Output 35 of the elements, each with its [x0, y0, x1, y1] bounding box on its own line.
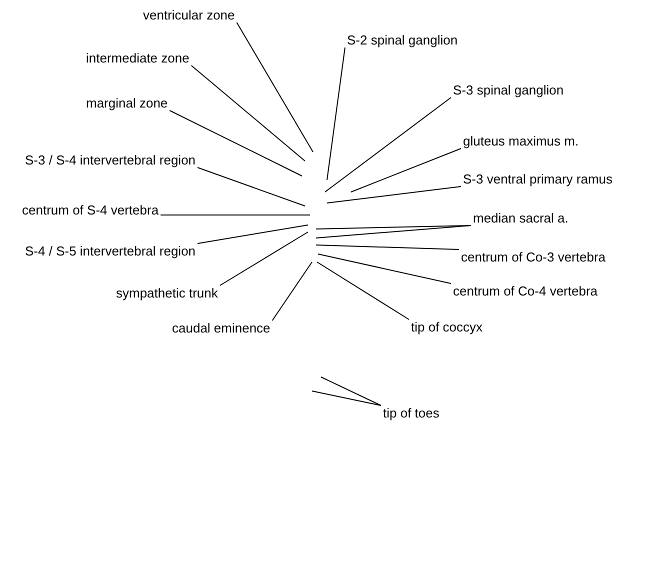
leader-line: [190, 65, 306, 162]
part-label: gluteus maximus m.: [463, 134, 579, 148]
part-label: median sacral a.: [473, 210, 568, 226]
part-label: S-2 spinal ganglion: [347, 32, 458, 48]
leader-line: [316, 262, 410, 320]
leader-line: [197, 167, 306, 206]
part-label: centrum of S-4 vertebra: [22, 202, 159, 218]
part-label: S-3 spinal ganglion: [453, 82, 564, 98]
leader-line: [324, 97, 452, 192]
part-label: centrum of Co-3 vertebra: [461, 250, 606, 264]
leader-line: [326, 47, 346, 180]
part-label: marginal zone: [86, 96, 168, 110]
part-label: tip of toes: [383, 406, 440, 420]
leader-line: [169, 110, 302, 176]
leader-line: [316, 244, 460, 250]
part-label: S-4 / S-5 intervertebral region: [25, 244, 196, 258]
leader-line: [350, 148, 462, 192]
leader-line: [272, 262, 312, 321]
part-label: intermediate zone: [86, 50, 190, 66]
part-label: S-3 ventral primary ramus: [463, 172, 613, 186]
part-label: caudal eminence: [172, 320, 270, 336]
part-label: tip of coccyx: [411, 320, 483, 334]
leader-line: [316, 225, 472, 238]
part-label: ventricular zone: [143, 8, 235, 22]
leader-line: [320, 376, 382, 406]
leader-line: [318, 254, 452, 284]
leader-line: [312, 390, 382, 406]
leader-line: [326, 186, 462, 204]
part-label: S-3 / S-4 intervertebral region: [25, 152, 196, 168]
leader-line: [236, 22, 314, 152]
leader-line: [197, 224, 308, 244]
leader-line: [160, 214, 310, 216]
part-label: sympathetic trunk: [116, 286, 218, 300]
part-label: centrum of Co-4 vertebra: [453, 284, 598, 298]
leader-line: [219, 232, 308, 286]
